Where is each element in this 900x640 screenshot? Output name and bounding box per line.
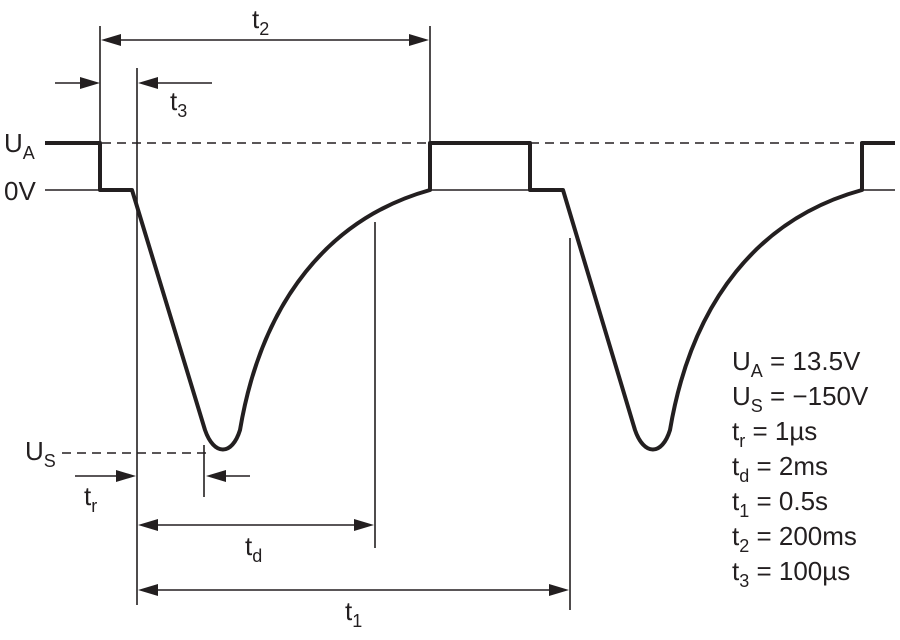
t2-arrow-right bbox=[409, 34, 429, 46]
zero-volt-label: 0V bbox=[4, 176, 36, 206]
us-level-label: US bbox=[25, 436, 56, 471]
t2-arrow-left bbox=[101, 34, 121, 46]
param-t2: t2 = 200ms bbox=[732, 521, 857, 556]
param-td: td = 2ms bbox=[732, 451, 828, 486]
t1-arrow-left bbox=[138, 584, 158, 596]
param-us: US = −150V bbox=[732, 381, 869, 416]
ua-level-label: UA bbox=[4, 128, 35, 163]
td-label: td bbox=[245, 531, 262, 566]
tr-arrow bbox=[116, 470, 136, 482]
waveform bbox=[45, 141, 895, 452]
td-arrow-right bbox=[354, 519, 374, 531]
param-t3: t3 = 100µs bbox=[732, 556, 850, 591]
t3-arrow-left bbox=[80, 77, 100, 89]
td-arrow-left bbox=[138, 519, 158, 531]
tr-label: tr bbox=[84, 481, 97, 516]
t3-label: t3 bbox=[170, 86, 187, 121]
t1-label: t1 bbox=[345, 596, 362, 631]
t3-arrow-right bbox=[138, 77, 158, 89]
us-min-arrow bbox=[206, 470, 226, 482]
parameter-list: UA = 13.5V US = −150V tr = 1µs td = 2ms … bbox=[732, 346, 869, 591]
param-ua: UA = 13.5V bbox=[732, 346, 861, 381]
param-t1: t1 = 0.5s bbox=[732, 486, 828, 521]
t2-label: t2 bbox=[252, 4, 269, 39]
param-tr: tr = 1µs bbox=[732, 416, 817, 451]
t1-arrow-right bbox=[549, 584, 569, 596]
